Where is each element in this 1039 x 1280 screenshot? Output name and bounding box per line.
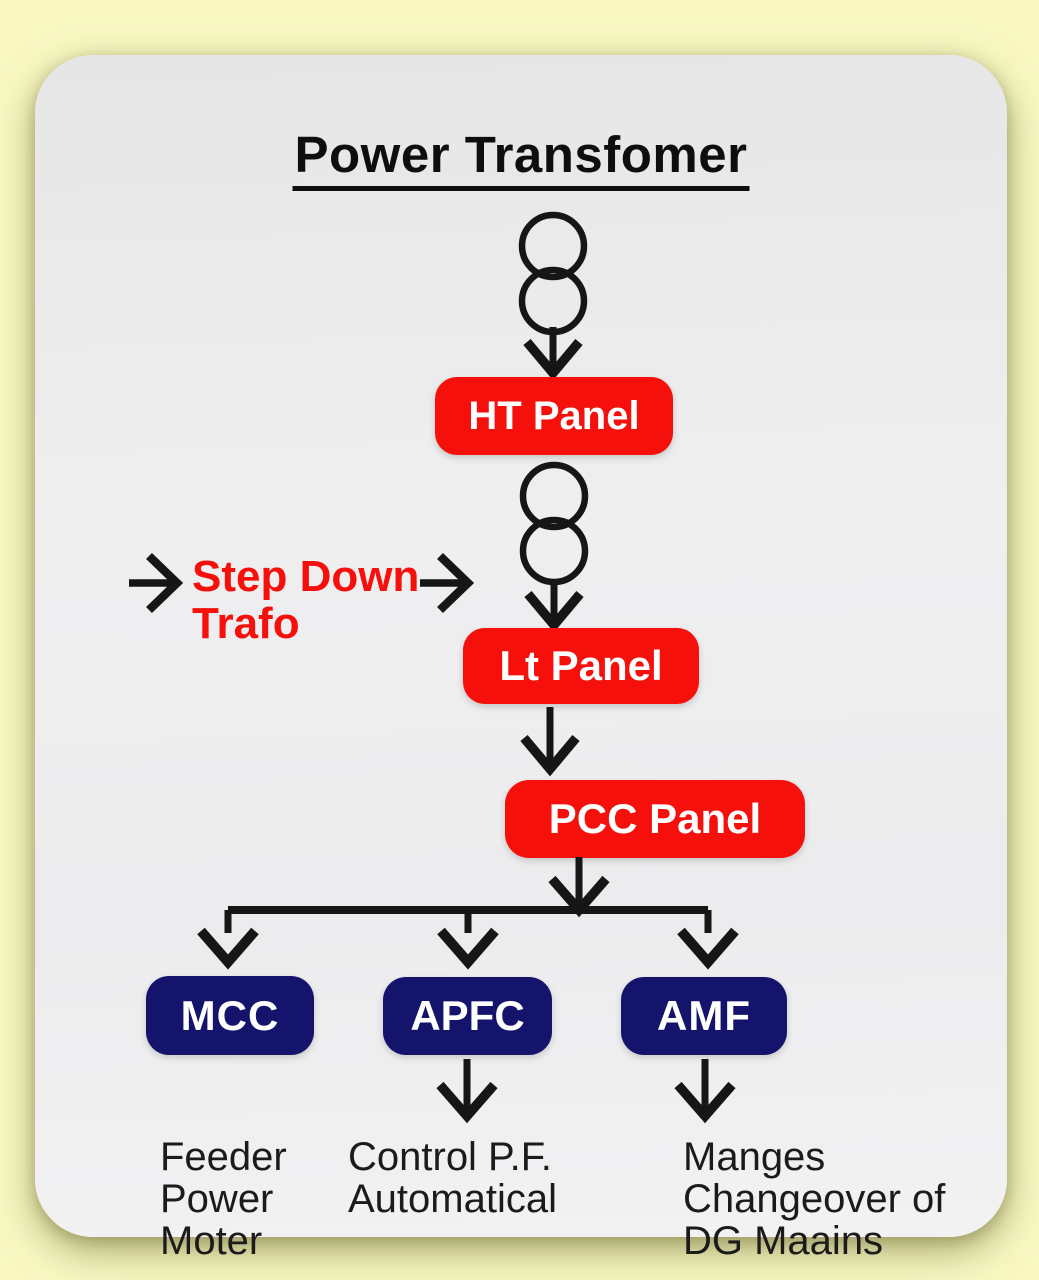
- transformer-symbol-icon: [519, 461, 589, 586]
- node-pcc-panel: PCC Panel: [505, 780, 805, 858]
- amf-description-line: Manges: [683, 1135, 826, 1179]
- mcc-description-line: Feeder: [160, 1135, 287, 1179]
- node-mcc-label: MCC: [180, 991, 280, 1039]
- arrow-down-icon: [436, 1059, 498, 1124]
- node-apfc-label: APFC: [410, 992, 525, 1039]
- amf-description: Manges Changeover of DG Maains: [683, 1136, 945, 1262]
- node-amf: AMF: [621, 977, 787, 1055]
- arrow-down-icon: [523, 327, 583, 381]
- arrow-down-icon: [520, 707, 580, 777]
- apfc-description-line: Control P.F.: [348, 1135, 552, 1179]
- arrow-right-icon: [129, 552, 184, 614]
- mcc-description-line: Moter: [160, 1219, 263, 1263]
- step-down-line2: Trafo: [192, 599, 300, 648]
- node-ht-panel-label: HT Panel: [468, 393, 640, 438]
- arrow-down-icon: [674, 1059, 736, 1124]
- node-mcc: MCC: [146, 976, 314, 1055]
- step-down-line1: Step Down: [192, 552, 420, 601]
- node-apfc: APFC: [383, 977, 552, 1055]
- apfc-description-line: Automatical: [348, 1177, 557, 1221]
- diagram-title: Power Transfomer: [292, 129, 750, 191]
- node-ht-panel: HT Panel: [435, 377, 673, 455]
- mcc-description: Feeder Power Moter: [160, 1136, 287, 1262]
- amf-description-line: DG Maains: [683, 1219, 884, 1263]
- mcc-description-line: Power: [160, 1177, 274, 1221]
- node-lt-panel-label: Lt Panel: [499, 642, 663, 689]
- diagram-card: Power Transfomer HT Panel Step Down Traf…: [35, 55, 1007, 1262]
- arrow-right-icon: [420, 552, 475, 614]
- node-lt-panel: Lt Panel: [463, 628, 699, 704]
- apfc-description: Control P.F. Automatical: [348, 1136, 557, 1220]
- amf-description-line: Changeover of: [683, 1177, 946, 1221]
- arrow-down-icon: [524, 579, 584, 633]
- step-down-trafo-label: Step Down Trafo: [192, 553, 419, 647]
- node-amf-label: AMF: [657, 992, 751, 1039]
- branch-connector: [197, 857, 739, 970]
- node-pcc-panel-label: PCC Panel: [548, 795, 762, 842]
- transformer-symbol-icon: [518, 211, 588, 336]
